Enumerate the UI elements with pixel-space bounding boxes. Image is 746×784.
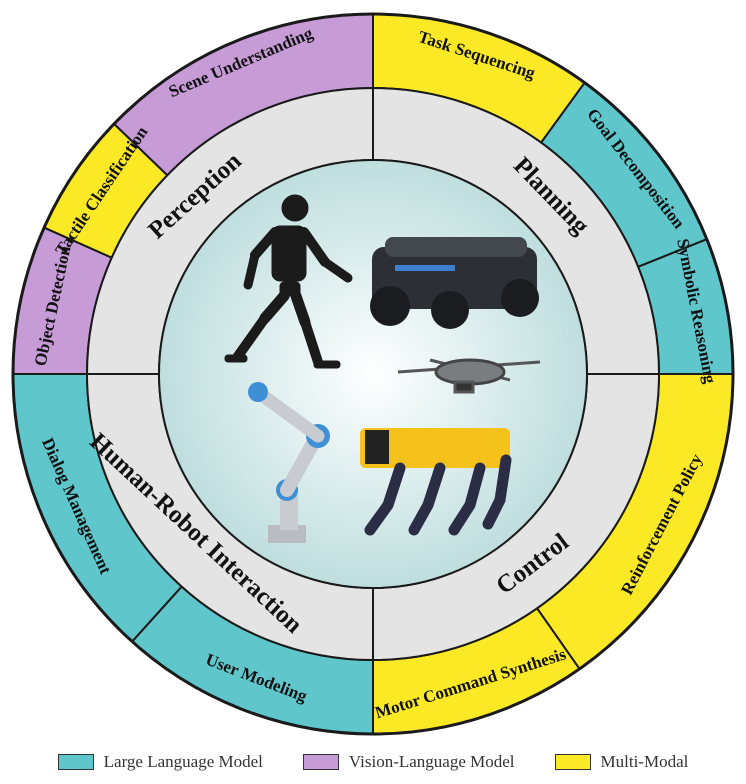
legend-swatch-llm	[57, 754, 94, 770]
legend-swatch-multimodal	[554, 754, 591, 770]
wheeled-robot	[370, 237, 539, 329]
legend: Large Language Model Vision-Language Mod…	[0, 750, 746, 774]
humanoid-robot	[224, 194, 353, 369]
legend-item-multimodal: Multi-Modal	[554, 752, 689, 772]
legend-item-llm: Large Language Model	[57, 752, 263, 772]
legend-swatch-vlm	[302, 754, 339, 770]
drone	[397, 358, 541, 394]
robot-arm	[248, 382, 330, 543]
quadruped-robot	[360, 428, 512, 536]
divider-lines	[13, 14, 733, 734]
outer-border	[11, 12, 735, 736]
legend-label-multimodal: Multi-Modal	[600, 752, 689, 771]
legend-label-vlm: Vision-Language Model	[348, 752, 515, 771]
legend-item-vlm: Vision-Language Model	[302, 752, 515, 772]
legend-label-llm: Large Language Model	[103, 752, 263, 771]
